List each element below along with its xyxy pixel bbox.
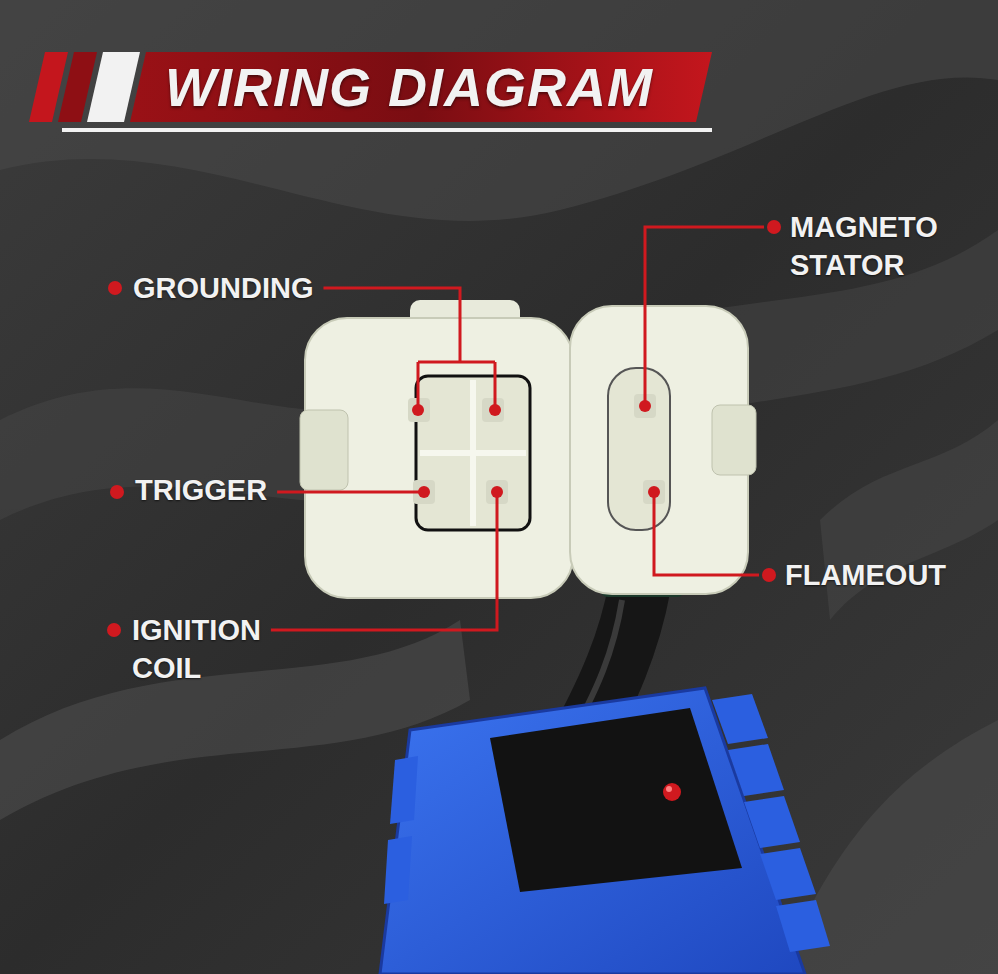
pin: [482, 398, 504, 422]
leader-line: [323, 288, 460, 362]
title: WIRING DIAGRAM: [165, 56, 653, 118]
led: [663, 783, 681, 801]
heatsink-fin: [390, 756, 418, 824]
cdi-unit: [380, 575, 830, 974]
leader-line: [417, 362, 420, 410]
pin-label: FLAMEOUT: [785, 556, 946, 594]
pin-cavity: [416, 376, 530, 530]
pin-dot: [491, 486, 503, 498]
banner: [130, 52, 712, 122]
connector-4pin: [300, 300, 573, 598]
label-dot: [767, 220, 781, 234]
banner-underline: [62, 128, 712, 132]
banner-stripe: [87, 52, 140, 122]
pin-label: GROUNDING: [133, 269, 313, 307]
heatsink-fin: [384, 836, 412, 904]
divider: [420, 450, 526, 456]
pin-cavity: [608, 368, 670, 530]
leader-line: [277, 491, 424, 494]
led-glint: [666, 786, 672, 792]
pin-dot: [648, 486, 660, 498]
title-banner: [29, 52, 712, 132]
connector-2pin: [570, 306, 756, 594]
label-dot: [110, 485, 124, 499]
pin-dot: [639, 400, 651, 412]
swirl: [0, 0, 998, 221]
heatsink-fin: [712, 694, 768, 744]
pin-dot: [418, 486, 430, 498]
label-dot: [108, 281, 122, 295]
leader-line: [418, 361, 495, 364]
heatsink: [380, 688, 805, 974]
heatsink-fin: [776, 900, 830, 952]
pin-dot: [489, 404, 501, 416]
leader-line: [494, 362, 497, 410]
housing-latch: [712, 405, 756, 475]
heatsink-fin: [760, 848, 816, 900]
heatsink-fin: [744, 796, 800, 848]
potting: [490, 708, 742, 892]
pin-label: IGNITION COIL: [132, 611, 297, 687]
pin-label: MAGNETO STATOR: [790, 208, 970, 284]
leader-line: [645, 227, 764, 406]
label-dot: [762, 568, 776, 582]
pin-label: TRIGGER: [135, 471, 267, 509]
housing-latch: [300, 410, 348, 490]
leader-line: [654, 492, 759, 575]
leader-line: [271, 492, 497, 630]
pin-dot: [412, 404, 424, 416]
label-dot: [107, 623, 121, 637]
heatsink-fin: [728, 744, 784, 796]
